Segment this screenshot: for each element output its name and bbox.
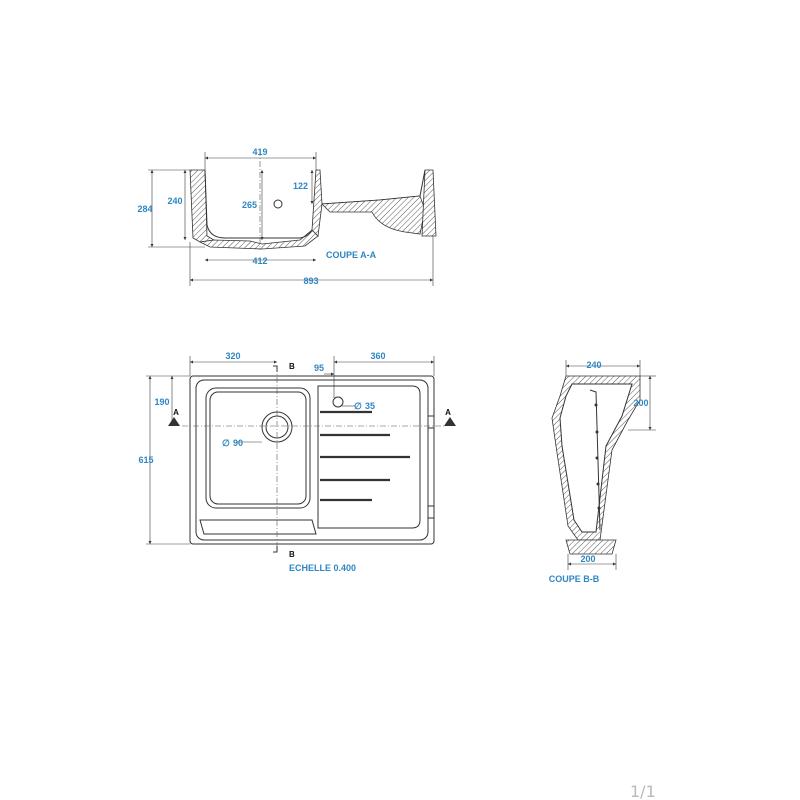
section-aa-right-wall: [421, 169, 437, 237]
caption-scale: ECHELLE 0.400: [289, 563, 356, 573]
dim-bb-bottom-width: 200: [580, 554, 595, 564]
dim-aa-bowl-height: 240: [167, 196, 182, 206]
dim-plan-overall-depth: 615: [138, 455, 153, 465]
section-aa-left-wall: [189, 169, 216, 243]
plan-bowl: [205, 387, 311, 509]
plan-tap-hole: [332, 396, 344, 408]
section-aa-tap-hole: [273, 199, 283, 209]
dim-plan-drain-hole-symbol: ∅: [222, 438, 230, 448]
dim-plan-bowl-width: 320: [225, 351, 240, 361]
dim-aa-overall-width: 893: [303, 276, 318, 286]
page-number: 1/1: [630, 782, 656, 800]
section-aa-drainer-underside: [321, 195, 426, 235]
section-bb-view: 240 200 200 COUPE B-B: [549, 360, 656, 584]
dim-aa-total-height: 284: [137, 204, 152, 214]
marker-b-bottom: B: [289, 550, 295, 559]
dim-bb-top-width: 240: [586, 360, 601, 370]
plan-outline: [189, 375, 435, 545]
marker-b-top: B: [289, 362, 295, 371]
dim-bb-height: 200: [633, 398, 648, 408]
section-aa-bowl-bottom: [198, 229, 319, 250]
plan-view: 320 95 360 190 615 ∅ 35 ∅ 90 A A B B ECH…: [138, 351, 456, 573]
section-aa-divider: [311, 169, 323, 237]
marker-a-left: A: [173, 408, 179, 417]
marker-a-right: A: [445, 408, 451, 417]
caption-section-bb: COUPE B-B: [549, 574, 600, 584]
dim-aa-bottom-width: 412: [252, 256, 267, 266]
dim-plan-tap-offset: 95: [314, 363, 324, 373]
dim-aa-drainer-height: 122: [293, 181, 308, 191]
dim-plan-tap-hole-symbol: ∅: [354, 401, 362, 411]
dim-plan-tap-hole: 35: [365, 401, 375, 411]
dim-aa-top-width: 419: [252, 147, 267, 157]
plan-drainer: [317, 385, 421, 529]
dim-plan-drainer-width: 360: [370, 351, 385, 361]
dim-aa-drain-depth: 265: [242, 200, 257, 210]
dim-plan-drain-hole: 90: [233, 438, 243, 448]
dim-plan-section-offset: 190: [154, 397, 169, 407]
caption-section-aa: COUPE A-A: [326, 250, 377, 260]
section-aa-view: 419 284 240 265 122 412 893 COUPE A-A: [137, 147, 437, 286]
